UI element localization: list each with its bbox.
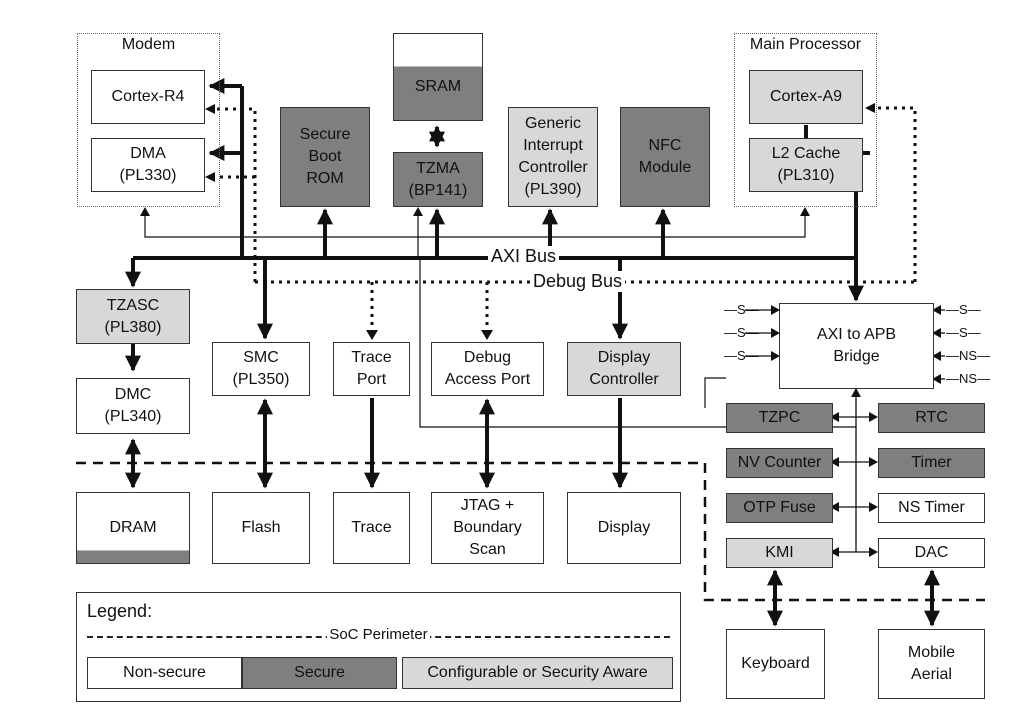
soc-perimeter-line — [76, 461, 985, 602]
legend-configurable: Configurable or Security Aware — [402, 657, 673, 689]
apb-tree — [833, 388, 876, 553]
otp-fuse-block[interactable]: OTP Fuse — [726, 493, 833, 523]
bridge-signal-right-1: —S— — [946, 302, 981, 317]
flash-block[interactable]: Flash — [212, 492, 310, 564]
legend-title: Legend: — [87, 601, 153, 621]
apb-bridge-block[interactable]: AXI to APB Bridge — [779, 303, 934, 389]
ns-timer-block[interactable]: NS Timer — [878, 493, 985, 523]
cortex-a9-block[interactable]: Cortex-A9 — [749, 70, 863, 124]
main-processor-group-title: Main Processor — [749, 36, 862, 53]
smc-block[interactable]: SMC (PL350) — [212, 342, 310, 396]
apb-tree-arrowheads — [830, 412, 878, 557]
external-links — [125, 398, 940, 627]
bridge-signal-arrowheads — [771, 305, 941, 384]
dram-block[interactable]: DRAM — [76, 492, 190, 564]
timer-block[interactable]: Timer — [878, 448, 985, 478]
dmc-block[interactable]: DMC (PL340) — [76, 378, 190, 434]
debug-access-port-block[interactable]: Debug Access Port — [431, 342, 544, 396]
rtc-block[interactable]: RTC — [878, 403, 985, 433]
dac-block[interactable]: DAC — [878, 538, 985, 568]
axi-bus-label: AXI Bus — [488, 246, 560, 267]
dma-block[interactable]: DMA (PL330) — [91, 138, 205, 192]
tzpc-block[interactable]: TZPC — [726, 403, 833, 433]
legend-secure: Secure — [242, 657, 397, 689]
bridge-signal-right-4: —NS— — [946, 371, 991, 386]
bridge-signal-left-2: —S— — [724, 325, 759, 340]
bridge-signal-left-1: —S— — [724, 302, 759, 317]
gic-block[interactable]: Generic Interrupt Controller (PL390) — [508, 107, 598, 207]
legend-perimeter-label: SoC Perimeter — [327, 626, 430, 643]
secure-boot-rom-block[interactable]: Secure Boot ROM — [280, 107, 370, 207]
mobile-aerial-block[interactable]: Mobile Aerial — [878, 629, 985, 699]
debug-bus-label: Debug Bus — [530, 271, 626, 292]
tzasc-block[interactable]: TZASC (PL380) — [76, 289, 190, 344]
bridge-signal-right-2: —S— — [946, 325, 981, 340]
jtag-block[interactable]: JTAG + Boundary Scan — [431, 492, 544, 564]
kmi-block[interactable]: KMI — [726, 538, 833, 568]
nfc-module-block[interactable]: NFC Module — [620, 107, 710, 207]
bridge-signal-right-3: —NS— — [946, 348, 991, 363]
main-processor-group: Main Processor — [734, 33, 877, 207]
modem-group-title: Modem — [121, 36, 176, 53]
nv-counter-block[interactable]: NV Counter — [726, 448, 833, 478]
keyboard-block[interactable]: Keyboard — [726, 629, 825, 699]
legend-non-secure: Non-secure — [87, 657, 242, 689]
cortex-r4-block[interactable]: Cortex-R4 — [91, 70, 205, 124]
bridge-signal-left-3: —S— — [724, 348, 759, 363]
legend: Legend: SoC Perimeter Non-secure Secure … — [76, 592, 681, 702]
display-block[interactable]: Display — [567, 492, 681, 564]
trace-port-block[interactable]: Trace Port — [333, 342, 410, 396]
tzma-block[interactable]: TZMA (BP141) — [393, 152, 483, 207]
trace-block[interactable]: Trace — [333, 492, 410, 564]
sram-block[interactable]: SRAM — [393, 33, 483, 121]
display-controller-block[interactable]: Display Controller — [567, 342, 681, 396]
modem-group: Modem — [77, 33, 220, 207]
interrupt-lines — [140, 207, 856, 428]
l2-cache-block[interactable]: L2 Cache (PL310) — [749, 138, 863, 192]
